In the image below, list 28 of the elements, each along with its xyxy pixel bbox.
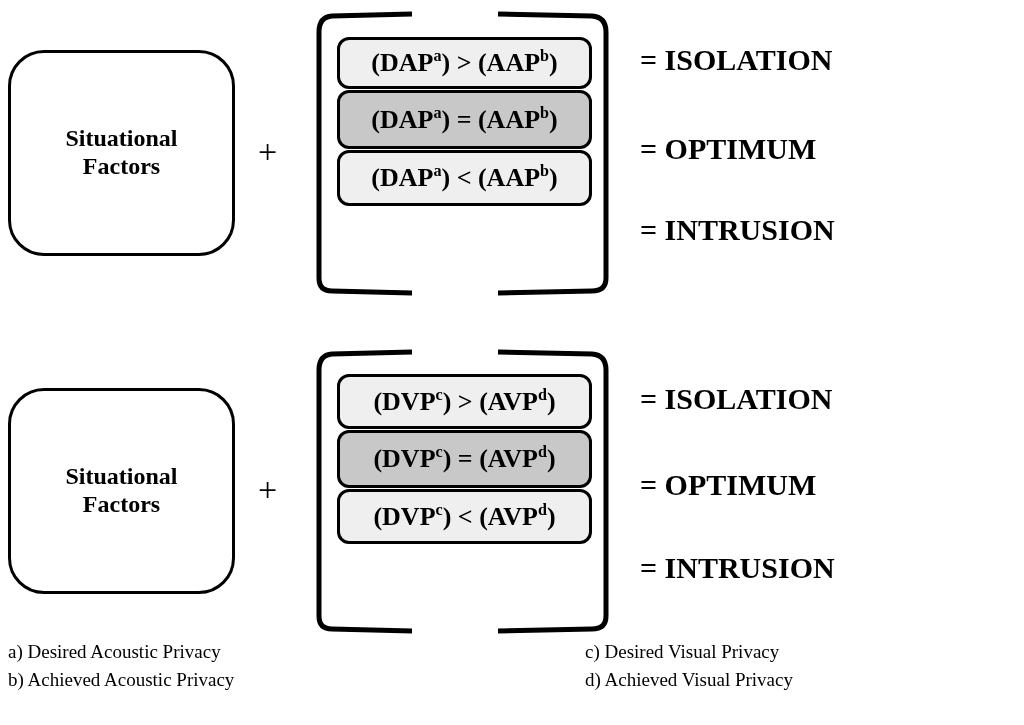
box-text: (DVP$^{c}$) < (AVP$^{d}$) <box>373 501 556 532</box>
footnote: a) Desired Acoustic Privacy <box>8 642 221 661</box>
box-text: Situational Factors <box>64 463 179 519</box>
factor-box <box>8 388 235 594</box>
box-text: (DVP$^{c}$) > (AVP$^{d}$) <box>373 386 556 417</box>
plus-sign: + <box>258 135 278 169</box>
box-text: (DAP$^{a}$) = (AAP$^{b}$) <box>371 104 558 135</box>
plus-sign: + <box>258 473 278 507</box>
footnote: b) Achieved Acoustic Privacy <box>8 670 235 689</box>
result-label: = OPTIMUM <box>640 470 817 500</box>
box-text: (DVP$^{c}$) = (AVP$^{d}$) <box>373 444 556 474</box>
factor-box <box>8 50 235 256</box>
result-label: = ISOLATION <box>640 384 833 414</box>
condition-box <box>337 90 592 149</box>
result-label: = OPTIMUM <box>640 134 817 164</box>
footnote: c) Desired Visual Privacy <box>585 642 780 661</box>
result-label: = ISOLATION <box>640 45 833 75</box>
result-label: = INTRUSION <box>640 553 835 583</box>
condition-box <box>337 150 592 206</box>
condition-box <box>337 489 592 544</box>
condition-box <box>337 430 592 488</box>
box-text: (DAP$^{a}$) < (AAP$^{b}$) <box>371 163 558 193</box>
box-text: (DAP$^{a}$) > (AAP$^{b}$) <box>371 48 558 78</box>
condition-box <box>337 374 592 429</box>
result-label: = INTRUSION <box>640 215 835 245</box>
condition-box <box>337 37 592 89</box>
footnote: d) Achieved Visual Privacy <box>585 670 793 689</box>
box-text: Situational Factors <box>64 125 179 181</box>
